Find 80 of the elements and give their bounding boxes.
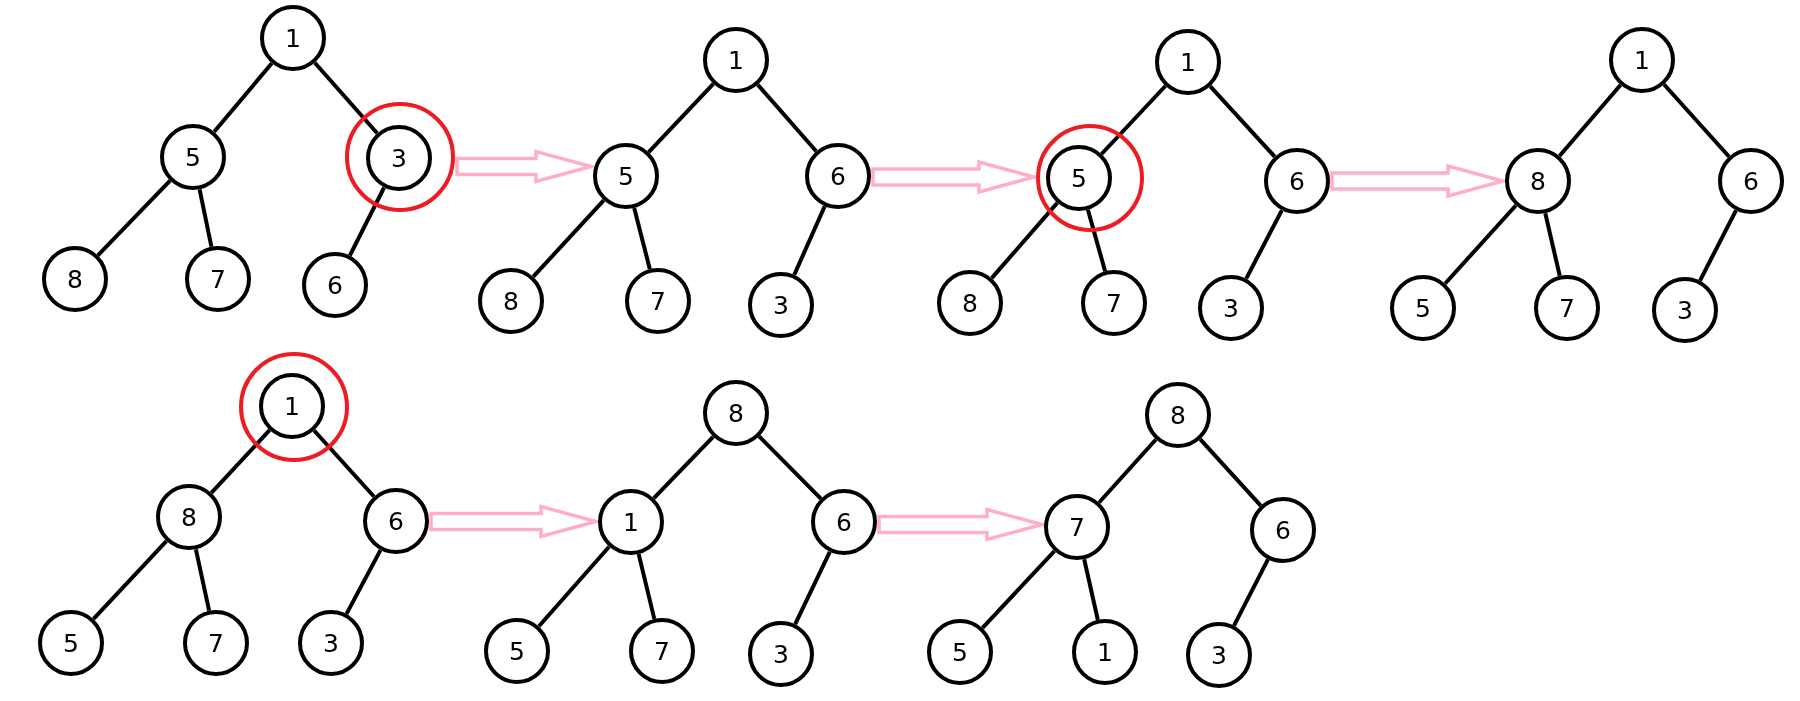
- connector-line: [348, 186, 386, 257]
- connector-line: [1543, 212, 1562, 277]
- tree-node: 7: [629, 618, 695, 684]
- tree-node: 5: [160, 124, 226, 190]
- connector-line: [1085, 209, 1108, 272]
- highlight-ring: [239, 352, 349, 462]
- tree-node: 8: [156, 484, 222, 550]
- connector-line: [1100, 84, 1167, 156]
- connector-line: [793, 550, 832, 626]
- connector-line: [537, 545, 611, 628]
- tree-node: 7: [1534, 275, 1600, 341]
- tree-node: 1: [259, 373, 325, 439]
- connector-line: [1082, 558, 1100, 621]
- connector-line: [1244, 209, 1284, 280]
- tree-node: 1: [1609, 27, 1675, 93]
- highlight-ring: [1036, 124, 1144, 232]
- tree-node: 6: [1264, 148, 1330, 214]
- connector-line: [757, 435, 823, 500]
- connector-line: [756, 83, 818, 153]
- tree-node: 7: [1044, 494, 1110, 560]
- tree-node: 7: [625, 268, 691, 334]
- connector-line: [312, 429, 376, 498]
- connector-line: [652, 435, 715, 500]
- tree-node: 1: [1155, 29, 1221, 95]
- connector-line: [197, 188, 214, 248]
- connector-line: [344, 549, 383, 615]
- connector-line: [792, 205, 827, 276]
- connector-line: [1443, 204, 1518, 285]
- connector-line: [1208, 84, 1277, 159]
- connector-line: [990, 201, 1059, 280]
- tree-node: 1: [260, 5, 326, 71]
- tree-node: 8: [42, 246, 108, 312]
- tree-node: 8: [1145, 382, 1211, 448]
- highlight-ring: [345, 102, 455, 212]
- connector-line: [193, 548, 212, 612]
- tree-node: 5: [38, 610, 104, 676]
- connector-line: [1232, 558, 1270, 627]
- tree-node: 8: [1505, 148, 1571, 214]
- tree-node: 3: [1652, 277, 1718, 343]
- tree-node: 8: [703, 380, 769, 446]
- tree-node: 1: [1072, 619, 1138, 685]
- tree-node: 6: [805, 143, 871, 209]
- tree-node: 6: [1718, 148, 1784, 214]
- tree-node: 7: [185, 246, 251, 312]
- tree-node: 8: [478, 268, 544, 334]
- tree-node: 3: [298, 610, 364, 676]
- tree-node: 3: [1198, 275, 1264, 341]
- tree-node: 5: [593, 143, 659, 209]
- tree-node: 3: [748, 272, 814, 338]
- tree-node: 5: [927, 619, 993, 685]
- connector-line: [209, 428, 272, 495]
- connector-line: [981, 549, 1056, 630]
- tree-node: 7: [1081, 270, 1147, 336]
- connector-line: [647, 82, 715, 154]
- tree-node: 6: [302, 252, 368, 318]
- connector-line: [1198, 438, 1263, 507]
- tree-node: 8: [937, 270, 1003, 336]
- tree-node: 6: [1250, 497, 1316, 563]
- tree-node: 6: [811, 489, 877, 555]
- tree-node: 3: [366, 125, 432, 191]
- connector-line: [96, 179, 172, 257]
- tree-node: 6: [363, 488, 429, 554]
- connector-line: [1662, 83, 1731, 158]
- tree-node: 3: [748, 621, 814, 687]
- tree-node: 7: [183, 610, 249, 676]
- connector-line: [632, 207, 652, 270]
- connector-line: [92, 539, 168, 621]
- tree-node: 3: [1186, 622, 1252, 688]
- connector-line: [1698, 209, 1738, 282]
- connector-line: [1097, 438, 1158, 504]
- tree-node: 1: [598, 489, 664, 555]
- connector-line: [531, 198, 606, 279]
- tree-node: 1: [703, 27, 769, 93]
- tree-node: 5: [1046, 145, 1112, 211]
- connector-line: [636, 553, 657, 620]
- connector-line: [1558, 83, 1622, 158]
- tree-node: 5: [484, 618, 550, 684]
- connector-line: [313, 61, 379, 135]
- connector-line: [212, 62, 274, 133]
- tree-node: 5: [1390, 275, 1456, 341]
